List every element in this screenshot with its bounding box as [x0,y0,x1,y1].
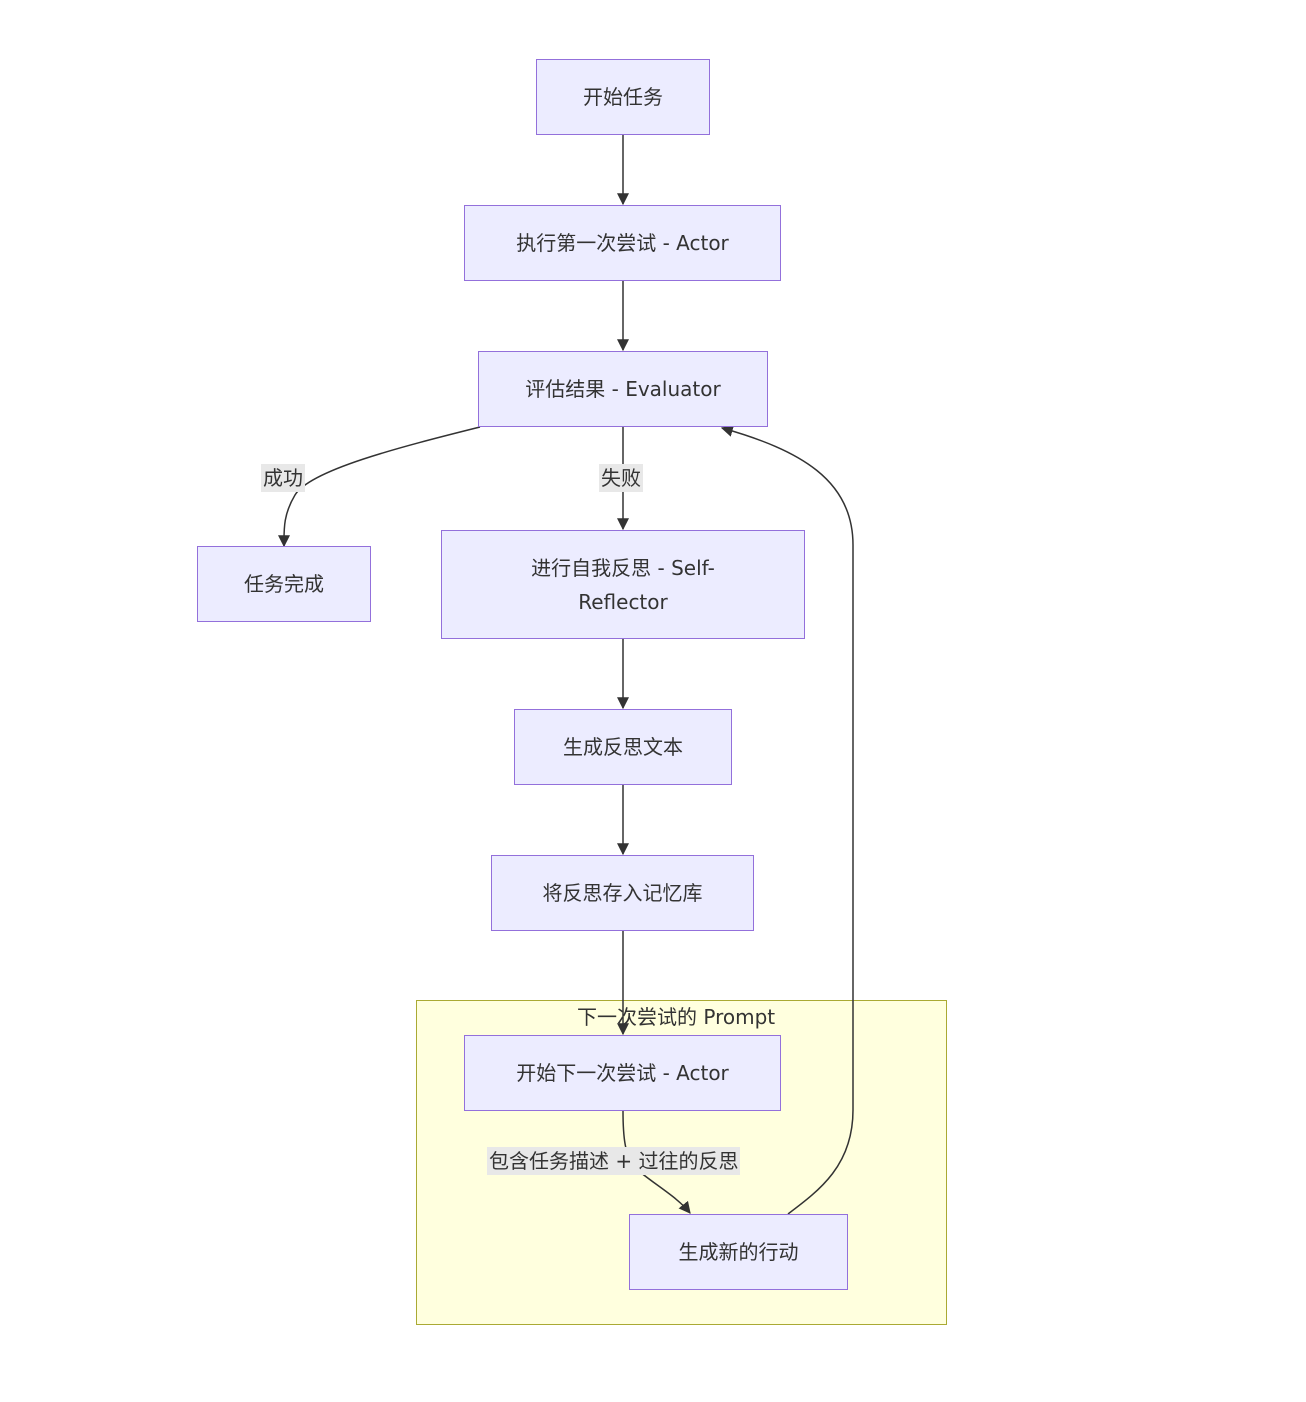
edge-label-success: 成功 [261,464,305,492]
node-task-complete[interactable]: 任务完成 [197,546,371,622]
edge-label-includes: 包含任务描述 + 过往的反思 [487,1147,741,1175]
edge-new-action-to-evaluate [720,425,854,1215]
node-next-attempt-actor[interactable]: 开始下一次尝试 - Actor [464,1035,781,1111]
node-store-reflection-memory[interactable]: 将反思存入记忆库 [491,855,754,931]
prompt-cluster-title: 下一次尝试的 Prompt [577,1005,776,1029]
node-generate-reflection-text[interactable]: 生成反思文本 [514,709,732,785]
node-evaluate-result[interactable]: 评估结果 - Evaluator [478,351,768,427]
node-start-task[interactable]: 开始任务 [536,59,710,135]
edge-label-fail: 失败 [599,464,643,492]
node-first-attempt-actor[interactable]: 执行第一次尝试 - Actor [464,205,781,281]
edge-evaluate-to-done [277,426,481,548]
node-self-reflect[interactable]: 进行自我反思 - Self-Reflector [441,530,805,639]
node-generate-new-action[interactable]: 生成新的行动 [629,1214,848,1290]
